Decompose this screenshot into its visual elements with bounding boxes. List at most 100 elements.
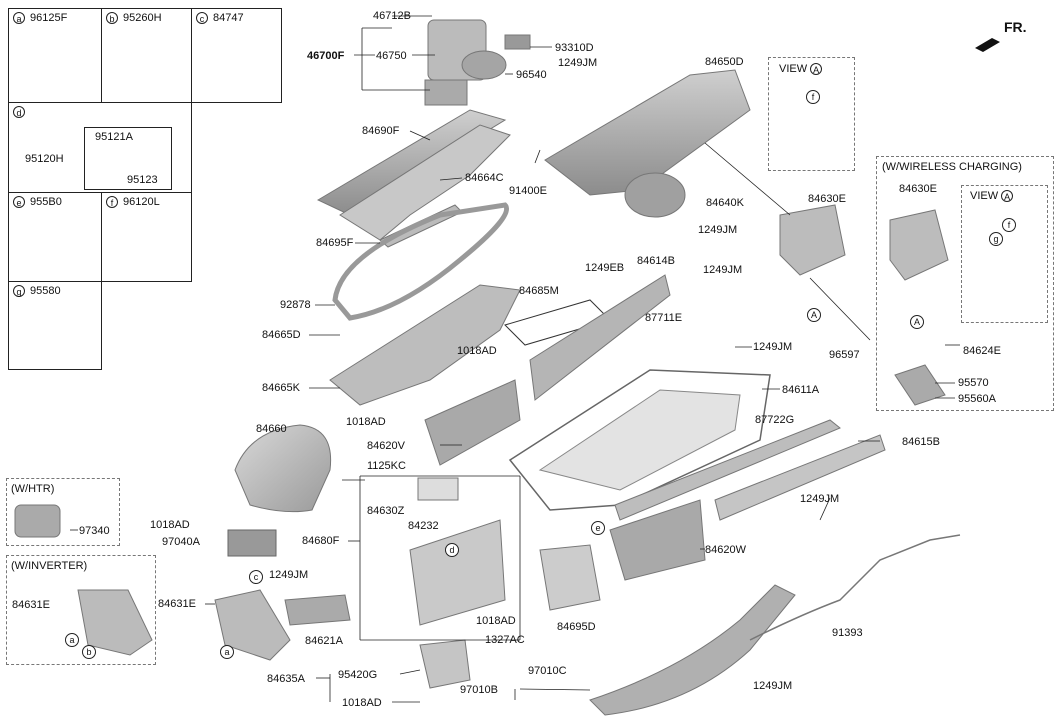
side-trim-87722G-shape	[614, 419, 841, 521]
wireless-charging-title: (W/WIRELESS CHARGING)	[882, 161, 1022, 173]
label-84630E: 84630E	[808, 193, 846, 205]
shifter-base-shape	[424, 79, 468, 106]
diagram-letter-a: a	[220, 645, 234, 659]
label-1249JM-c: 1249JM	[703, 264, 743, 276]
view-a-inner-letter: f	[806, 90, 820, 104]
label-46750: 46750	[376, 50, 407, 62]
legend-letter-a: a	[13, 12, 25, 25]
charger-module-84630E-shape	[779, 204, 846, 276]
cup-holder-84640K-shape	[624, 172, 686, 218]
switch-93310D-shape	[504, 34, 531, 50]
wireless-view-a-box: VIEW A g f	[961, 185, 1048, 323]
wireless-letter-g: g	[989, 232, 1003, 246]
front-arrow-icon	[975, 38, 1000, 52]
label-91393: 91393	[832, 627, 863, 639]
label-84660: 84660	[256, 423, 287, 435]
htr-part-label: 97340	[79, 525, 110, 537]
label-95570: 95570	[958, 377, 989, 389]
label-1249JM-e: 1249JM	[800, 493, 840, 505]
label-96540: 96540	[516, 69, 547, 81]
label-95420G: 95420G	[338, 669, 378, 681]
long-trim-84614B-shape	[529, 274, 671, 401]
wireless-arrow-letter: A	[910, 315, 924, 329]
legend-letter-f: f	[106, 196, 118, 209]
side-panel-84620W-shape	[609, 499, 706, 581]
knob-96540-shape	[461, 50, 507, 80]
legend-cell-b: b 95260H	[101, 8, 192, 103]
htr-part-shape	[14, 504, 61, 538]
label-84690F: 84690F	[362, 125, 400, 137]
inverter-letter-b: b	[82, 645, 96, 659]
legend-part-a: 96125F	[30, 12, 68, 24]
label-46700F: 46700F	[307, 50, 345, 62]
top-panel-84650D-shape	[544, 69, 751, 196]
label-84232: 84232	[408, 520, 439, 532]
label-84620W: 84620W	[705, 544, 746, 556]
inverter-part-label: 84631E	[12, 599, 50, 611]
view-a-title: VIEW	[779, 63, 808, 75]
legend-cell-e: e 955B0	[8, 192, 102, 282]
label-92878: 92878	[280, 299, 311, 311]
legend-part-e: 955B0	[30, 196, 62, 208]
wireless-view-letter: A	[1001, 190, 1014, 203]
legend-letter-b: b	[106, 12, 118, 25]
vent-97040A-shape	[227, 529, 277, 557]
label-84631E: 84631E	[158, 598, 196, 610]
wireless-pad-95570-shape	[894, 364, 946, 406]
wireless-charging-box: (W/WIRELESS CHARGING) 84630E VIEW A g f …	[876, 156, 1054, 411]
wireless-part-label: 84630E	[899, 183, 937, 195]
label-97010B: 97010B	[460, 684, 498, 696]
label-1249JM-f: 1249JM	[269, 569, 309, 581]
htr-title: (W/HTR)	[11, 483, 55, 495]
panel-84621A-shape	[284, 594, 351, 626]
label-84621A: 84621A	[305, 635, 343, 647]
label-84630Z: 84630Z	[367, 505, 405, 517]
label-91400E: 91400E	[509, 185, 547, 197]
side-panel-84620V-shape	[424, 379, 521, 466]
bracket-84635A-shape	[419, 639, 471, 689]
diagram-letter-e: e	[591, 521, 605, 535]
label-84664C: 84664C	[465, 172, 504, 184]
console-frame-84611A-shape	[508, 369, 771, 511]
label-87711E: 87711E	[645, 312, 683, 324]
label-84665K: 84665K	[262, 382, 300, 394]
label-97040A: 97040A	[162, 536, 200, 548]
legend-part-g: 95580	[30, 285, 61, 297]
armrest-lid-shape	[234, 424, 332, 513]
label-97010C: 97010C	[528, 665, 567, 677]
legend-part-d: 95120H	[25, 153, 64, 165]
view-a-box: VIEW A f	[768, 57, 855, 171]
label-1018AD-a: 1018AD	[457, 345, 497, 357]
wireless-module-shape	[889, 209, 949, 281]
label-1018AD-e: 1018AD	[342, 697, 382, 709]
label-1327AC: 1327AC	[485, 634, 525, 646]
legend-cell-d: d 95120H 95121A 95123	[8, 102, 192, 193]
diagram-letter-d: d	[445, 543, 459, 557]
legend-d-sub-1: 95121A	[95, 131, 133, 143]
label-84695F: 84695F	[316, 237, 354, 249]
label-84611A: 84611A	[782, 384, 820, 396]
label-84614B: 84614B	[637, 255, 675, 267]
wireless-letter-f: f	[1002, 218, 1016, 232]
label-84624E: 84624E	[963, 345, 1001, 357]
label-1249JM-d: 1249JM	[753, 341, 793, 353]
label-1125KC: 1125KC	[367, 460, 406, 472]
wireless-view-title: VIEW	[970, 190, 999, 202]
inverter-title: (W/INVERTER)	[11, 560, 88, 572]
legend-letter-e: e	[13, 196, 25, 209]
label-46712B: 46712B	[373, 10, 411, 22]
label-84620V: 84620V	[367, 440, 405, 452]
inverter-box: (W/INVERTER) 84631E a b	[6, 555, 156, 665]
label-84665D: 84665D	[262, 329, 301, 341]
label-1249JM-b: 1249JM	[698, 224, 738, 236]
front-direction-label: FR.	[1004, 19, 1027, 35]
legend-letter-d: d	[13, 106, 25, 119]
console-upper-84665K-shape	[329, 284, 521, 406]
legend-part-b: 95260H	[123, 12, 162, 24]
bezel-84631E-shape	[214, 589, 291, 661]
label-84640K: 84640K	[706, 197, 744, 209]
label-1018AD-b: 1018AD	[346, 416, 386, 428]
